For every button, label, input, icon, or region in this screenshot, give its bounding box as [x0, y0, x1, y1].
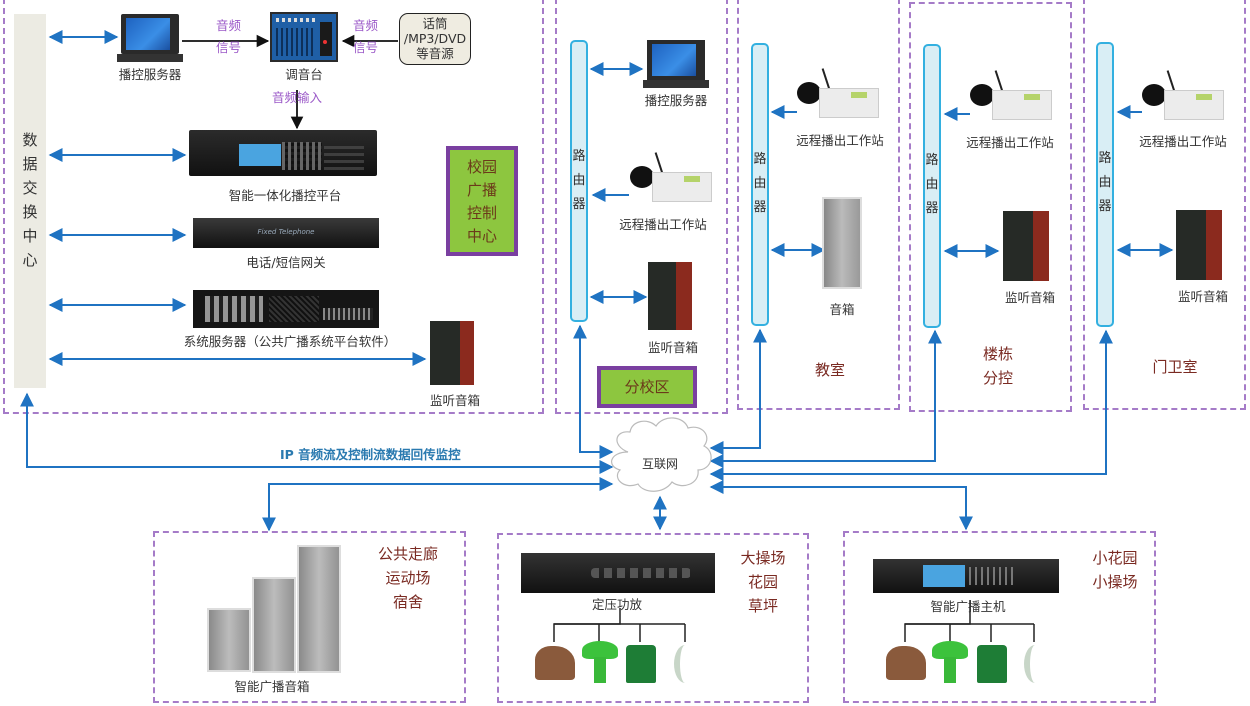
broadcast-host-label: 智能广播主机 [930, 599, 1006, 614]
classroom-remote-station-label: 远程播出工作站 [796, 133, 884, 148]
building-remote-station-label: 远程播出工作站 [966, 135, 1054, 150]
classroom-remote-station-icon [797, 66, 883, 118]
mushroom-speaker-icon [582, 641, 618, 683]
broadcast-host-icon [873, 559, 1059, 593]
audio-source-box: 话筒 /MP3/DVD 等音源 [399, 13, 471, 65]
branch-playback-server-icon [643, 40, 709, 88]
garden-region [843, 531, 1156, 703]
audio-signal-left-label: 音频 信号 [216, 18, 242, 55]
branch-campus-title: 分校区 [597, 366, 697, 408]
amplifier-icon [521, 553, 715, 593]
data-exchange-label: 数 据 交 换 中 心 [22, 131, 38, 269]
link-branch-internet [573, 324, 614, 459]
monitor-speaker-label: 监听音箱 [429, 393, 480, 408]
gatehouse-monitor-speaker-label: 监听音箱 [1177, 289, 1228, 304]
monitor-speaker-icon [430, 321, 474, 385]
integrated-platform-label: 智能一体化播控平台 [228, 188, 342, 203]
branch-remote-station-label: 远程播出工作站 [619, 217, 707, 232]
system-server-label: 系统服务器（公共广播系统平台软件） [183, 334, 397, 349]
link-public-internet [262, 477, 614, 532]
building-router: 路 由 器 [923, 44, 941, 328]
lantern-speaker-icon [674, 645, 696, 683]
garden-speaker-icon [626, 645, 656, 683]
column-speaker-large-icon [297, 545, 341, 673]
branch-playback-server-label: 播控服务器 [644, 93, 708, 108]
mushroom-speaker-icon [932, 641, 968, 683]
branch-monitor-speaker-label: 监听音箱 [647, 340, 698, 355]
playground-speaker-tree [553, 608, 621, 642]
column-speaker-small-icon [207, 608, 251, 672]
gatehouse-router: 路 由 器 [1096, 42, 1114, 327]
building-monitor-speaker-icon [1003, 211, 1049, 281]
integrated-platform-icon [189, 130, 377, 176]
playground-region [497, 533, 809, 703]
rock-speaker-icon [886, 646, 926, 680]
playback-server-icon [117, 14, 183, 62]
audio-input-label: 音频输入 [272, 90, 323, 105]
system-server-icon [193, 290, 379, 328]
gatehouse-remote-station-icon [1142, 68, 1228, 120]
gatehouse-monitor-speaker-icon [1176, 210, 1222, 280]
building-monitor-speaker-label: 监听音箱 [1004, 290, 1055, 305]
phone-gateway-icon: Fixed Telephone [193, 218, 379, 248]
branch-monitor-speaker-icon [648, 262, 692, 330]
building-remote-station-icon [970, 68, 1056, 120]
data-exchange-center [14, 14, 46, 388]
building-area-label: 楼栋 分控 [982, 345, 1013, 387]
garden-area-label: 小花园 小操场 [1092, 549, 1138, 591]
amplifier-label: 定压功放 [591, 597, 642, 612]
link-garden-internet [709, 480, 973, 531]
gatehouse-region [1083, 0, 1246, 410]
public-area-label: 公共走廊 运动场 宿舍 [377, 545, 438, 611]
classroom-speaker-icon [822, 197, 862, 289]
internet-cloud-icon [611, 417, 712, 492]
classroom-area-label: 教室 [814, 361, 845, 379]
branch-router: 路 由 器 [570, 40, 588, 322]
link-building-internet [709, 329, 942, 468]
link-gatehouse-internet [709, 329, 1113, 481]
branch-campus-region [555, 0, 728, 414]
control-center-title: 校园 广播 控制 中心 [446, 146, 518, 256]
playground-area-label: 大操场 花园 草坪 [740, 549, 786, 615]
link-classroom-internet [709, 328, 767, 455]
gatehouse-area-label: 门卫室 [1152, 358, 1198, 376]
ip-link-label: IP 音频流及控制流数据回传监控 [280, 447, 461, 462]
internet-label: 互联网 [641, 457, 678, 471]
column-speaker-medium-icon [252, 577, 296, 673]
mixer-label: 调音台 [285, 67, 323, 82]
classroom-speaker-label: 音箱 [829, 302, 855, 317]
playback-server-label: 播控服务器 [118, 67, 182, 82]
audio-signal-right-label: 音频 信号 [353, 18, 379, 55]
link-exchange-internet [20, 392, 614, 474]
gatehouse-remote-station-label: 远程播出工作站 [1139, 134, 1227, 149]
lantern-speaker-icon [1024, 645, 1046, 683]
phone-gateway-label: 电话/短信网关 [246, 255, 326, 270]
branch-remote-station-icon [630, 150, 716, 202]
rock-speaker-icon [535, 646, 575, 680]
public-area-region [153, 531, 466, 703]
mixer-icon [270, 12, 338, 62]
garden-speaker-icon [977, 645, 1007, 683]
smart-speaker-label: 智能广播音箱 [234, 679, 310, 694]
classroom-router: 路 由 器 [751, 43, 769, 326]
